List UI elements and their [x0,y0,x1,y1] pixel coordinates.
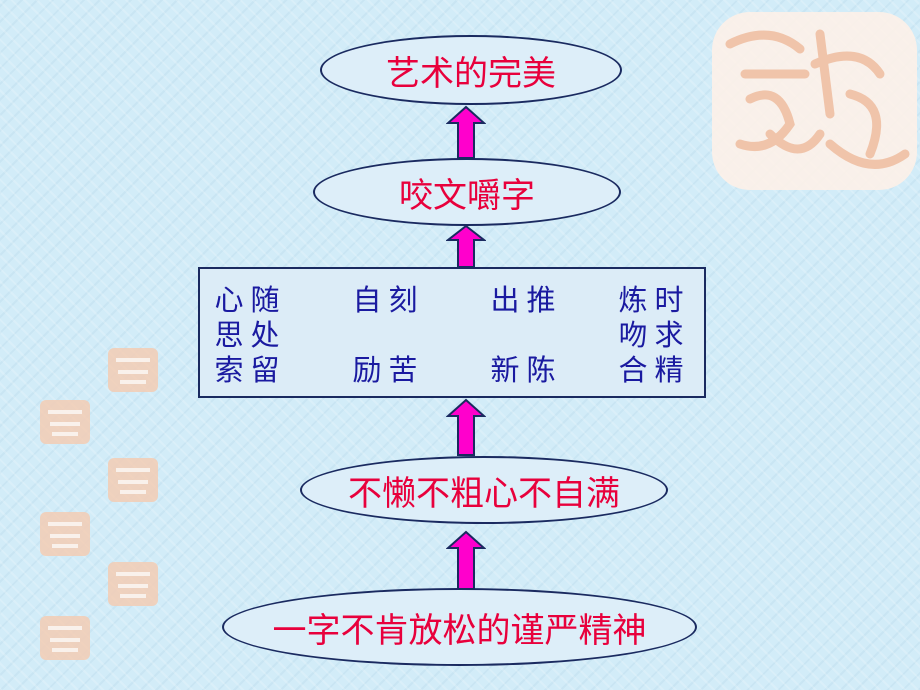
node-label: 艺术的完美 [386,53,556,94]
method-char [352,318,382,353]
up-arrow-icon [446,105,486,159]
method-char: 新 [490,353,520,387]
method-column: 出推 新陈 [490,283,556,388]
small-seal-icon [108,562,158,606]
node-label: 咬文嚼字 [399,175,535,216]
method-char: 推 [526,283,556,317]
method-char: 自 [352,283,382,317]
small-seal-icon [108,348,158,392]
method-column: 炼时 吻求 合精 [618,283,684,388]
method-char: 心 [214,283,244,317]
node-artistic-perfection: 艺术的完美 [320,35,622,105]
method-char: 思 [214,318,244,352]
up-arrow-icon [446,224,486,268]
method-char: 苦 [388,353,418,387]
methods-box: 心随 思处 索留 自刻 励苦 出推 新陈 炼时 吻求 合精 [198,267,706,398]
small-seal-icon [40,616,90,660]
method-char: 炼 [618,283,648,317]
method-char: 留 [250,353,280,387]
method-char: 精 [654,353,684,387]
method-char: 励 [352,353,382,387]
auspicious-seal-icon [712,12,917,190]
method-char: 处 [250,318,280,352]
node-diligence: 不懒不粗心不自满 [300,456,668,524]
method-column: 心随 思处 索留 [214,283,280,388]
method-char: 随 [250,283,280,317]
method-char: 陈 [526,353,556,387]
method-char [388,318,418,353]
small-seal-icon [108,458,158,502]
up-arrow-icon [446,530,486,590]
node-label: 一字不肯放松的谨严精神 [272,610,647,651]
small-seal-icon [40,400,90,444]
method-char: 时 [654,283,684,317]
method-char: 刻 [388,283,418,317]
node-word-refinement: 咬文嚼字 [313,158,621,226]
small-seal-icon [40,512,90,556]
up-arrow-icon [446,398,486,456]
method-char: 出 [490,283,520,317]
node-label: 不懒不粗心不自满 [348,473,620,514]
method-char: 合 [618,353,648,387]
method-char [526,318,556,353]
method-char [490,318,520,353]
method-char: 求 [654,318,684,352]
method-column: 自刻 励苦 [352,283,418,388]
method-char: 索 [214,353,244,387]
method-char: 吻 [618,318,648,352]
node-rigorous-spirit: 一字不肯放松的谨严精神 [222,588,697,666]
